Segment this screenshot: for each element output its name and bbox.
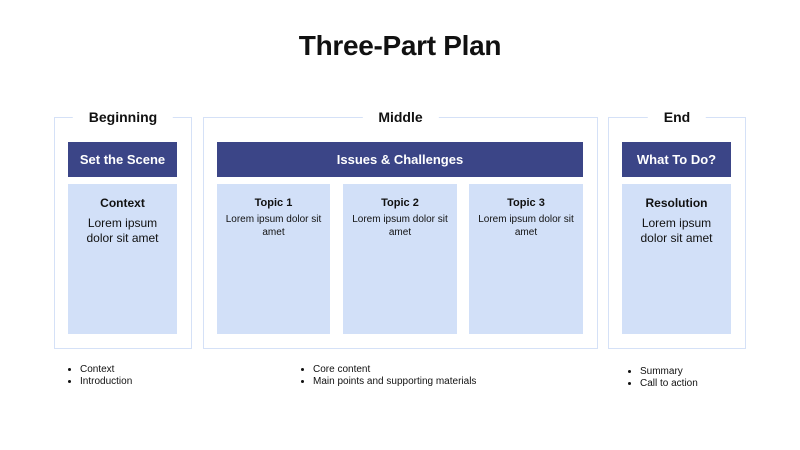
end-label: End — [647, 107, 707, 127]
end-bullets: Summary Call to action — [628, 366, 698, 390]
topic-1-panel: Topic 1 Lorem ipsum dolor sit amet — [217, 184, 330, 334]
list-item: Call to action — [640, 378, 698, 390]
beginning-header: Set the Scene — [68, 142, 177, 177]
middle-bullets: Core content Main points and supporting … — [301, 364, 476, 388]
beginning-section: Beginning Set the Scene Context Lorem ip… — [54, 107, 192, 349]
topic-3-panel: Topic 3 Lorem ipsum dolor sit amet — [469, 184, 583, 334]
beginning-bullets: Context Introduction — [68, 364, 132, 388]
end-panel-title: Resolution — [645, 196, 708, 210]
list-item: Main points and supporting materials — [313, 376, 476, 388]
page-title: Three-Part Plan — [298, 30, 502, 61]
list-item: Core content — [313, 364, 476, 376]
beginning-panel-text: Lorem ipsum dolor sit amet — [86, 216, 159, 245]
beginning-label: Beginning — [72, 107, 174, 127]
beginning-panel-title: Context — [100, 196, 145, 210]
end-panel-text: Lorem ipsum dolor sit amet — [640, 216, 713, 245]
list-item: Introduction — [80, 376, 132, 388]
topic-2-title: Topic 2 — [381, 197, 419, 209]
topic-1-title: Topic 1 — [254, 197, 293, 209]
list-item: Context — [80, 364, 132, 376]
beginning-panel: Context Lorem ipsum dolor sit amet — [68, 184, 177, 334]
middle-header: Issues & Challenges — [217, 142, 583, 177]
end-header: What To Do? — [622, 142, 731, 177]
topic-1-text: Lorem ipsum dolor sit amet — [225, 214, 322, 238]
end-section: End What To Do? Resolution Lorem ipsum d… — [608, 107, 746, 349]
topic-3-text: Lorem ipsum dolor sit amet — [478, 214, 574, 238]
topic-2-panel: Topic 2 Lorem ipsum dolor sit amet — [343, 184, 457, 334]
topic-2-text: Lorem ipsum dolor sit amet — [352, 214, 448, 238]
topic-3-title: Topic 3 — [507, 197, 545, 209]
middle-section: Middle Issues & Challenges Topic 1 Lorem… — [203, 107, 598, 349]
end-panel: Resolution Lorem ipsum dolor sit amet — [622, 184, 731, 334]
middle-label: Middle — [362, 107, 439, 127]
list-item: Summary — [640, 366, 698, 378]
